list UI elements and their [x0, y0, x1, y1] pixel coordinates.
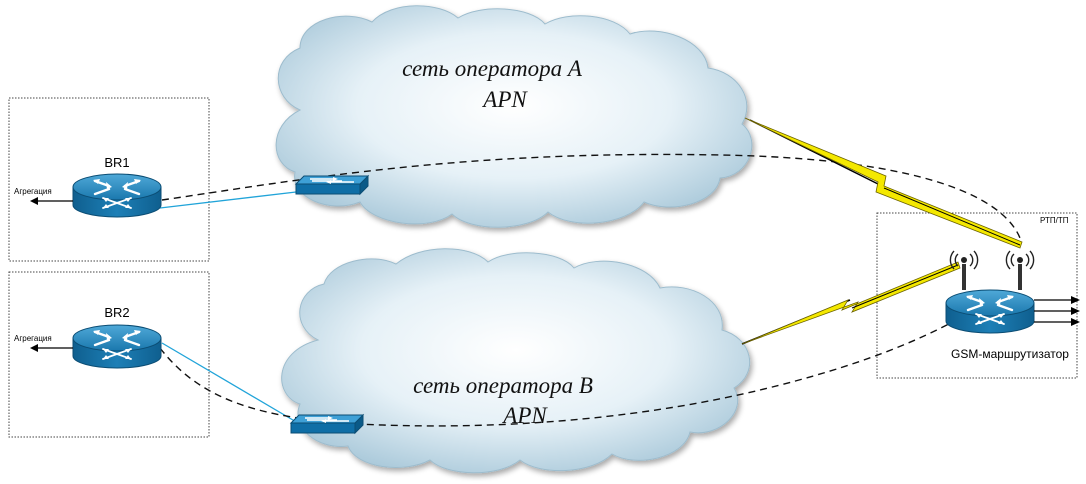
rtp-site-box	[876, 212, 1078, 379]
rtp-site-label: РТП/ТП	[1040, 216, 1069, 225]
link-br1-switch-a	[159, 191, 297, 209]
router-br1	[71, 172, 163, 219]
br2-arrowhead-icon	[30, 344, 38, 352]
router-gsm	[944, 288, 1036, 335]
tunnel-br2-gsm	[159, 317, 961, 427]
gsm-antenna-right-icon	[1004, 249, 1036, 292]
radio-link-b	[741, 261, 961, 345]
br1-uplink-label: Агрегация	[14, 187, 52, 196]
gsm-output-arrows	[1034, 299, 1072, 323]
br2-site-box	[8, 271, 210, 438]
router-br2	[71, 323, 163, 370]
cloud-a-title: сеть оператора A	[402, 56, 583, 81]
cloud-operator-b	[281, 248, 751, 474]
radio-link-a	[744, 117, 1023, 249]
cloud-operator-a	[275, 5, 753, 228]
cloud-a-subtitle: APN	[481, 87, 528, 112]
gsm-output-arrowheads-icon	[1071, 296, 1080, 326]
br2-uplink-label: Агрегация	[14, 334, 52, 343]
br1-label: BR1	[104, 155, 129, 170]
br2-label: BR2	[104, 305, 129, 320]
cloud-b-title: сеть оператора B	[413, 373, 593, 398]
link-br2-switch-b	[161, 342, 299, 424]
br1-site-box	[8, 97, 210, 262]
br1-arrowhead-icon	[30, 197, 38, 205]
cloud-b-subtitle: APN	[501, 403, 548, 428]
gsm-router-label: GSM-маршрутизатор	[951, 347, 1069, 361]
switch-operator-b	[290, 414, 364, 434]
switch-operator-a	[295, 175, 369, 195]
tunnel-br1-gsm	[161, 153, 1021, 239]
